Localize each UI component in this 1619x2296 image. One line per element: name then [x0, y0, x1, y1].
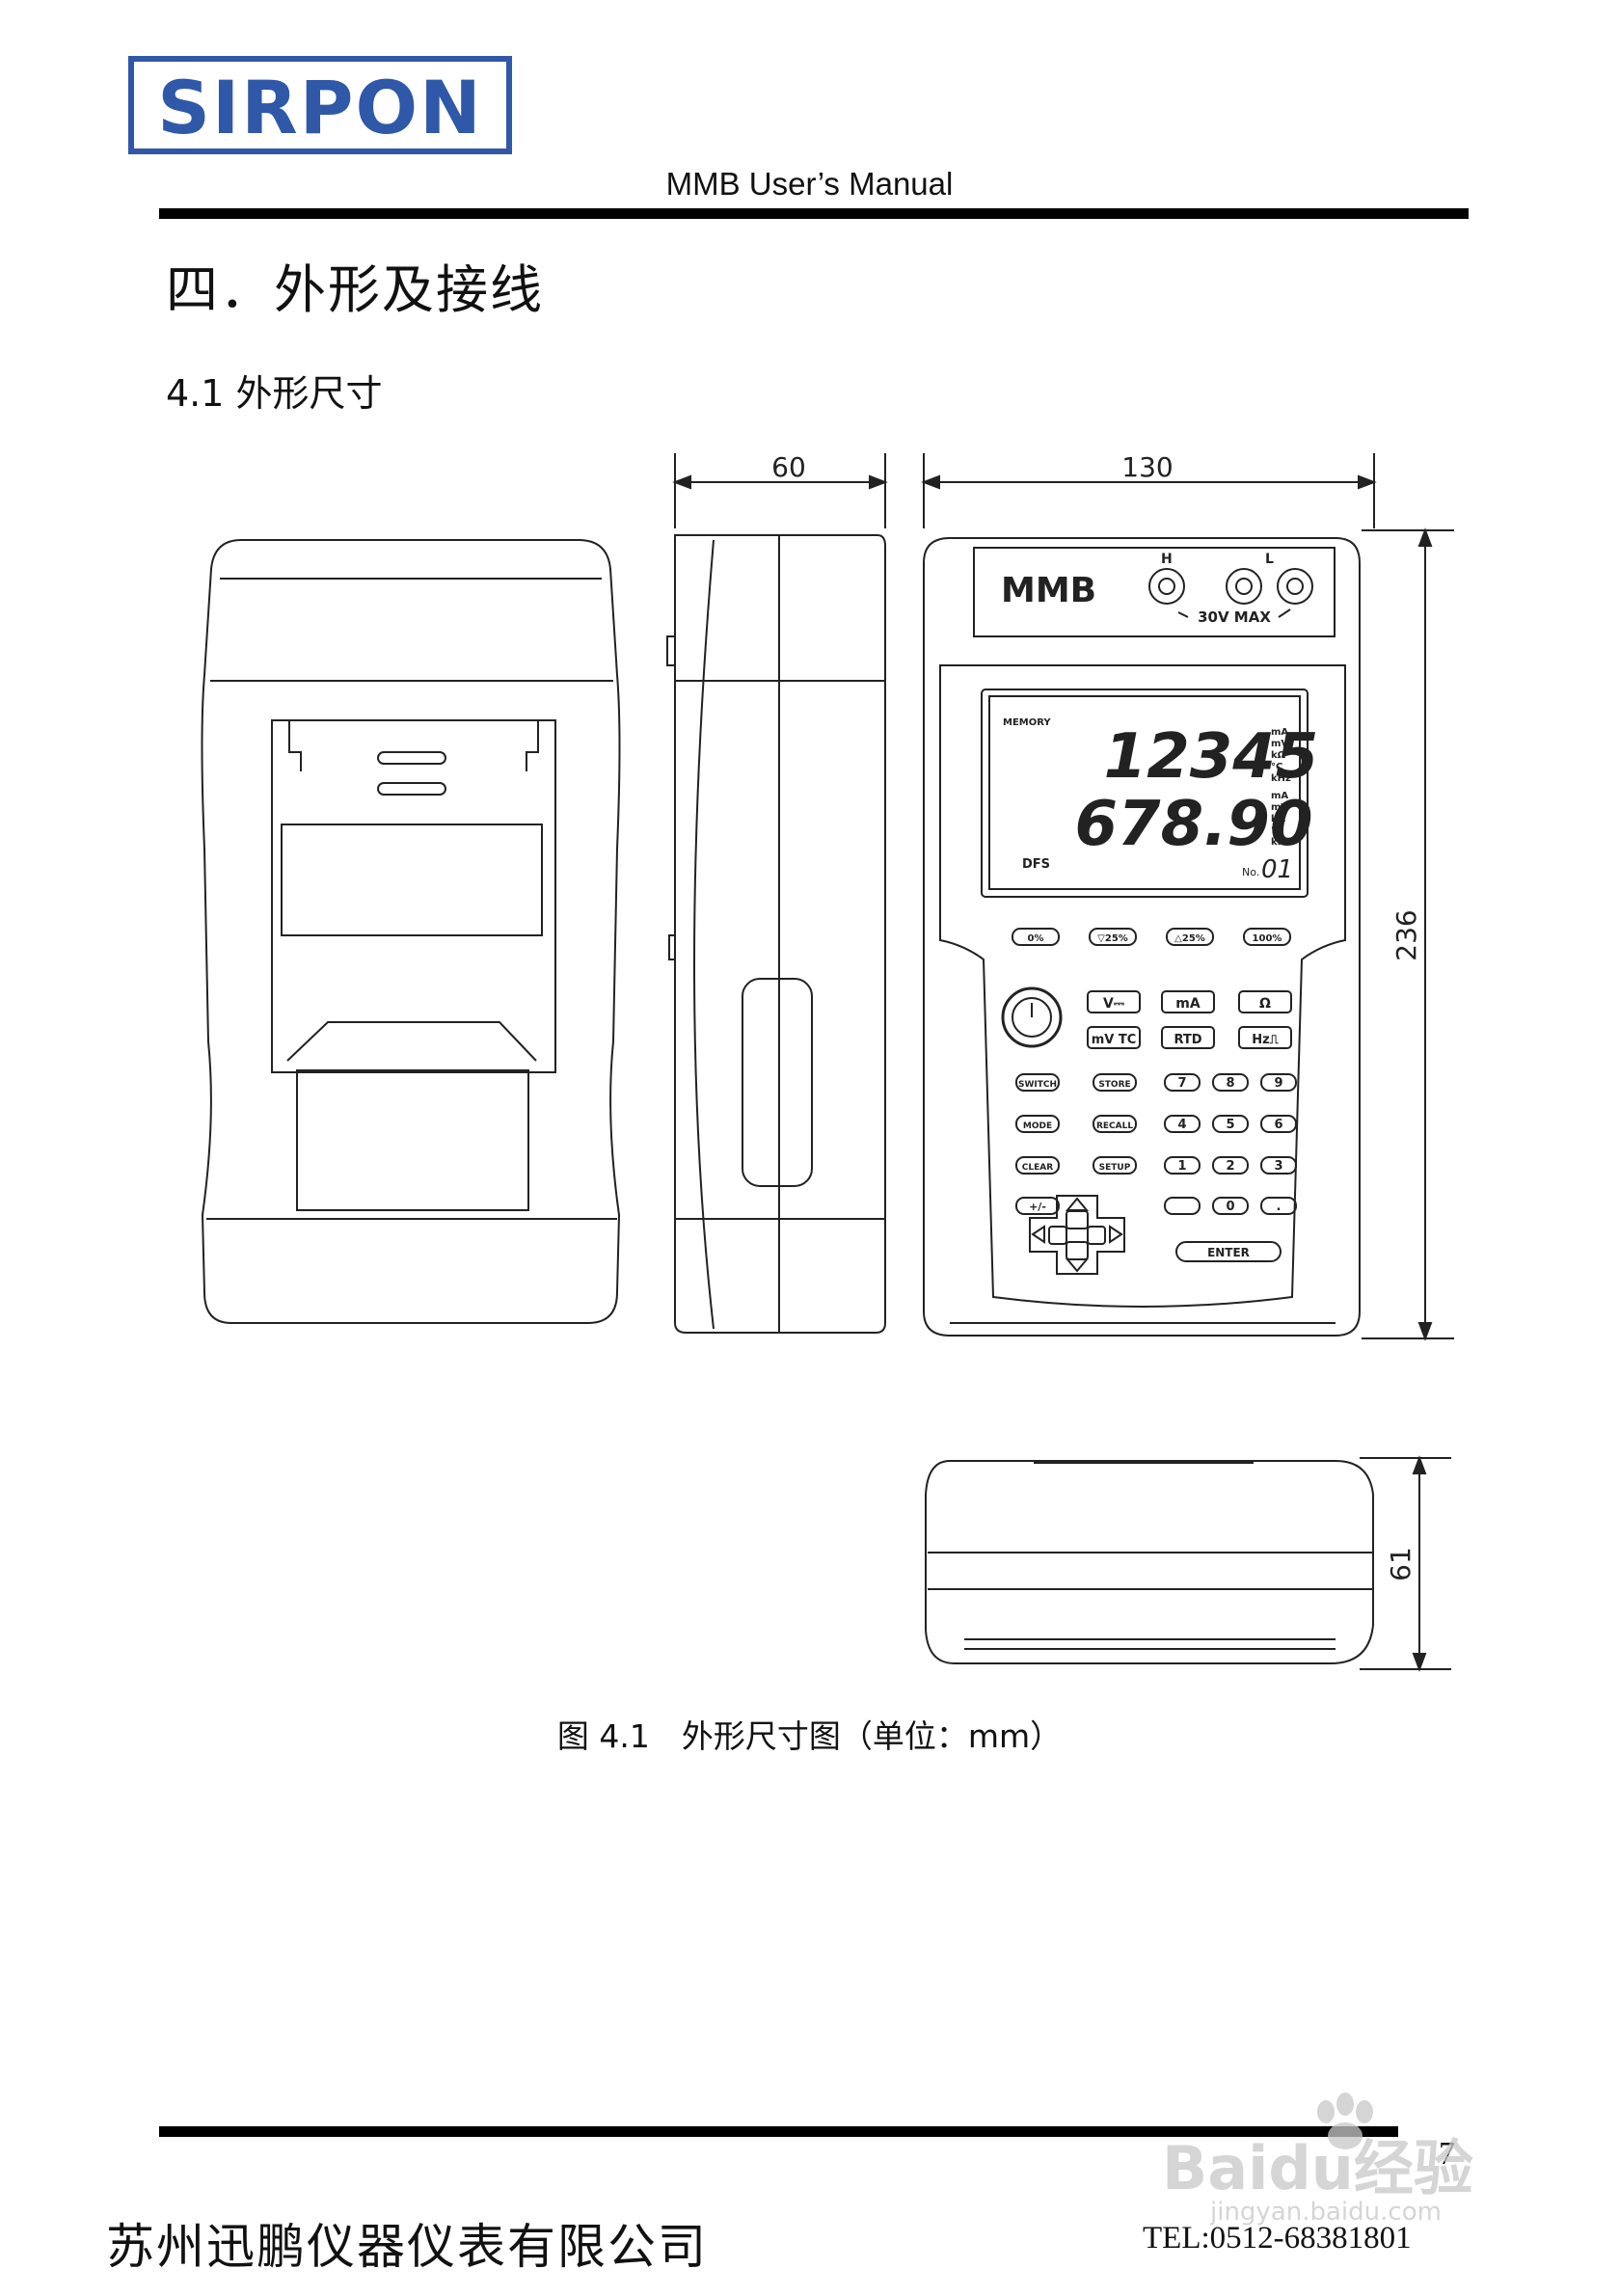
baidu-watermark: Baidu经验 jingyan.baidu.com — [1162, 2093, 1473, 2227]
key-0-percent: 0% — [1028, 933, 1044, 944]
unit-bottom-khz: kHz — [1271, 837, 1291, 848]
key-clear: CLEAR — [1022, 1163, 1053, 1173]
max-voltage-label: 30V MAX — [1198, 608, 1271, 626]
figure-caption: 图 4.1 外形尺寸图（单位：mm） — [556, 1717, 1063, 1755]
key-dot: . — [1277, 1200, 1282, 1214]
unit-bottom-mv: mV — [1271, 802, 1288, 813]
key-up-25-percent: △25% — [1174, 933, 1205, 944]
side-view — [666, 453, 888, 1334]
key-mode: MODE — [1023, 1121, 1052, 1131]
dim-height: 236 — [1390, 909, 1422, 960]
key-8: 8 — [1226, 1076, 1234, 1091]
key-7: 7 — [1177, 1076, 1186, 1091]
key-100-percent: 100% — [1253, 933, 1282, 944]
dfs-label: DFS — [1022, 857, 1050, 872]
key-voltage: V⎓ — [1103, 996, 1125, 1012]
dim-front-width: 130 — [1121, 451, 1173, 483]
subsection-heading: 4.1 外形尺寸 — [166, 372, 383, 415]
unit-bottom-ma: mA — [1271, 791, 1288, 801]
unit-top-degc: °C — [1271, 762, 1282, 772]
key-4: 4 — [1177, 1118, 1186, 1132]
display-secondary: 678.90 — [1075, 789, 1313, 860]
unit-top-kohm: kΩ — [1271, 750, 1286, 761]
key-recall: RECALL — [1096, 1121, 1133, 1131]
key-0: 0 — [1226, 1200, 1234, 1214]
key-store: STORE — [1098, 1080, 1130, 1090]
key-5: 5 — [1226, 1118, 1234, 1132]
key-ma: mA — [1175, 996, 1201, 1012]
manual-title: MMB User’s Manual — [665, 166, 954, 202]
watermark-main: Baidu经验 — [1162, 2133, 1473, 2203]
terminal-l-label: L — [1265, 552, 1274, 567]
watermark-sub: jingyan.baidu.com — [1209, 2198, 1442, 2227]
terminal-h-label: H — [1161, 552, 1173, 567]
key-ohm: Ω — [1259, 996, 1271, 1012]
unit-top-mv: mV — [1271, 739, 1288, 749]
front-view — [921, 453, 1454, 1341]
unit-top-khz: kHz — [1271, 773, 1291, 784]
key-9: 9 — [1274, 1076, 1282, 1091]
key-1: 1 — [1177, 1159, 1186, 1174]
display-no-label: No. — [1242, 866, 1259, 878]
key-mv-tc: mV TC — [1092, 1033, 1137, 1047]
bottom-view — [925, 1455, 1451, 1672]
key-down-25-percent: ▽25% — [1097, 933, 1128, 944]
dim-side-depth: 60 — [771, 451, 806, 483]
telephone: TEL:0512-68381801 — [1143, 2221, 1412, 2255]
display-main: 12345 — [1104, 721, 1319, 793]
sirpon-logo: SIRPON — [128, 56, 512, 154]
page-number: 7 — [1439, 2136, 1455, 2172]
key-hz: Hz⎍ — [1252, 1033, 1279, 1047]
footer-rule — [159, 2126, 1398, 2137]
key-6: 6 — [1274, 1118, 1282, 1132]
back-view — [201, 539, 621, 1324]
key-2: 2 — [1226, 1159, 1234, 1174]
unit-bottom-kohm: kΩ — [1271, 814, 1286, 824]
unit-top-ma: mA — [1271, 727, 1288, 738]
section-heading: 四．外形及接线 — [166, 259, 544, 320]
device-brand: MMB — [1001, 571, 1096, 610]
header-rule — [159, 208, 1469, 219]
logo-text: SIRPON — [157, 65, 482, 150]
key-3: 3 — [1274, 1159, 1282, 1174]
key-rtd: RTD — [1174, 1033, 1201, 1047]
key-plus-minus: +/- — [1029, 1201, 1046, 1213]
dim-bottom-thickness: 61 — [1385, 1547, 1417, 1581]
company-name: 苏州迅鹏仪器仪表有限公司 — [106, 2219, 708, 2275]
display-no: 01 — [1261, 855, 1293, 884]
key-enter: ENTER — [1207, 1246, 1250, 1259]
key-switch: SWITCH — [1018, 1080, 1057, 1090]
memory-label: MEMORY — [1003, 717, 1051, 728]
key-setup: SETUP — [1099, 1163, 1131, 1173]
unit-bottom-degc: °C — [1271, 825, 1282, 836]
